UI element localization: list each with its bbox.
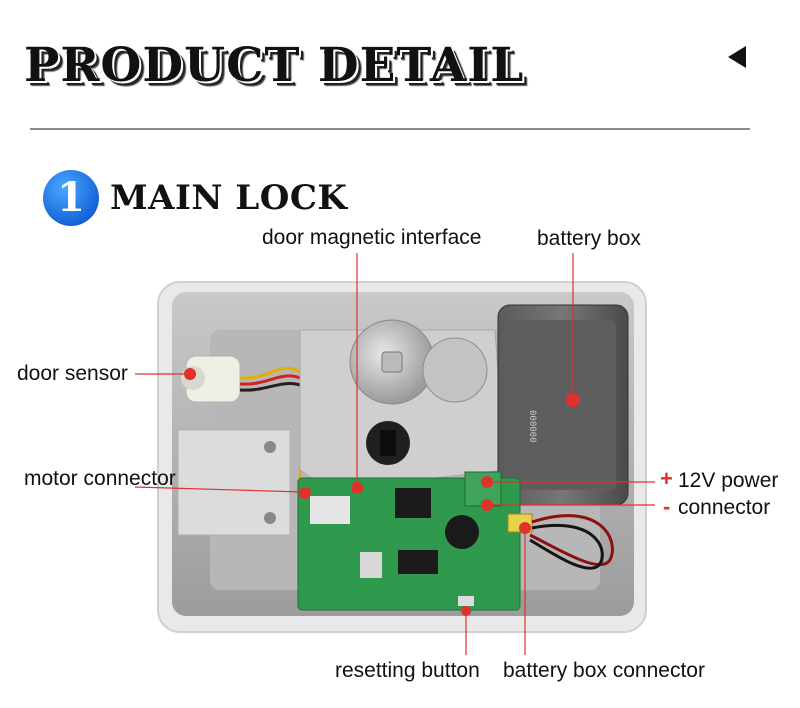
- label-motor-connector: motor connector: [24, 467, 176, 490]
- label-12v-power: 12V power: [678, 469, 779, 492]
- callout-dots: [184, 368, 580, 616]
- label-door-sensor: door sensor: [17, 362, 128, 385]
- label-battery-box-connector: battery box connector: [503, 659, 705, 682]
- label-battery-box: battery box: [537, 227, 641, 250]
- section-title: MAIN LOCK: [110, 178, 348, 218]
- power-minus-sign: -: [663, 494, 671, 519]
- title-divider: [30, 128, 750, 130]
- svg-text:000000: 000000: [527, 410, 537, 443]
- pcb-board: [297, 477, 521, 611]
- label-resetting-button: resetting button: [335, 659, 480, 682]
- callout-lines: [134, 253, 655, 655]
- page-title: PRODUCT DETAIL: [24, 38, 525, 93]
- power-plus-sign: +: [660, 466, 673, 491]
- label-door-magnetic-interface: door magnetic interface: [262, 226, 482, 249]
- back-arrow-icon[interactable]: [728, 46, 746, 68]
- section-number-badge: 1: [43, 170, 99, 226]
- label-connector: connector: [678, 496, 771, 519]
